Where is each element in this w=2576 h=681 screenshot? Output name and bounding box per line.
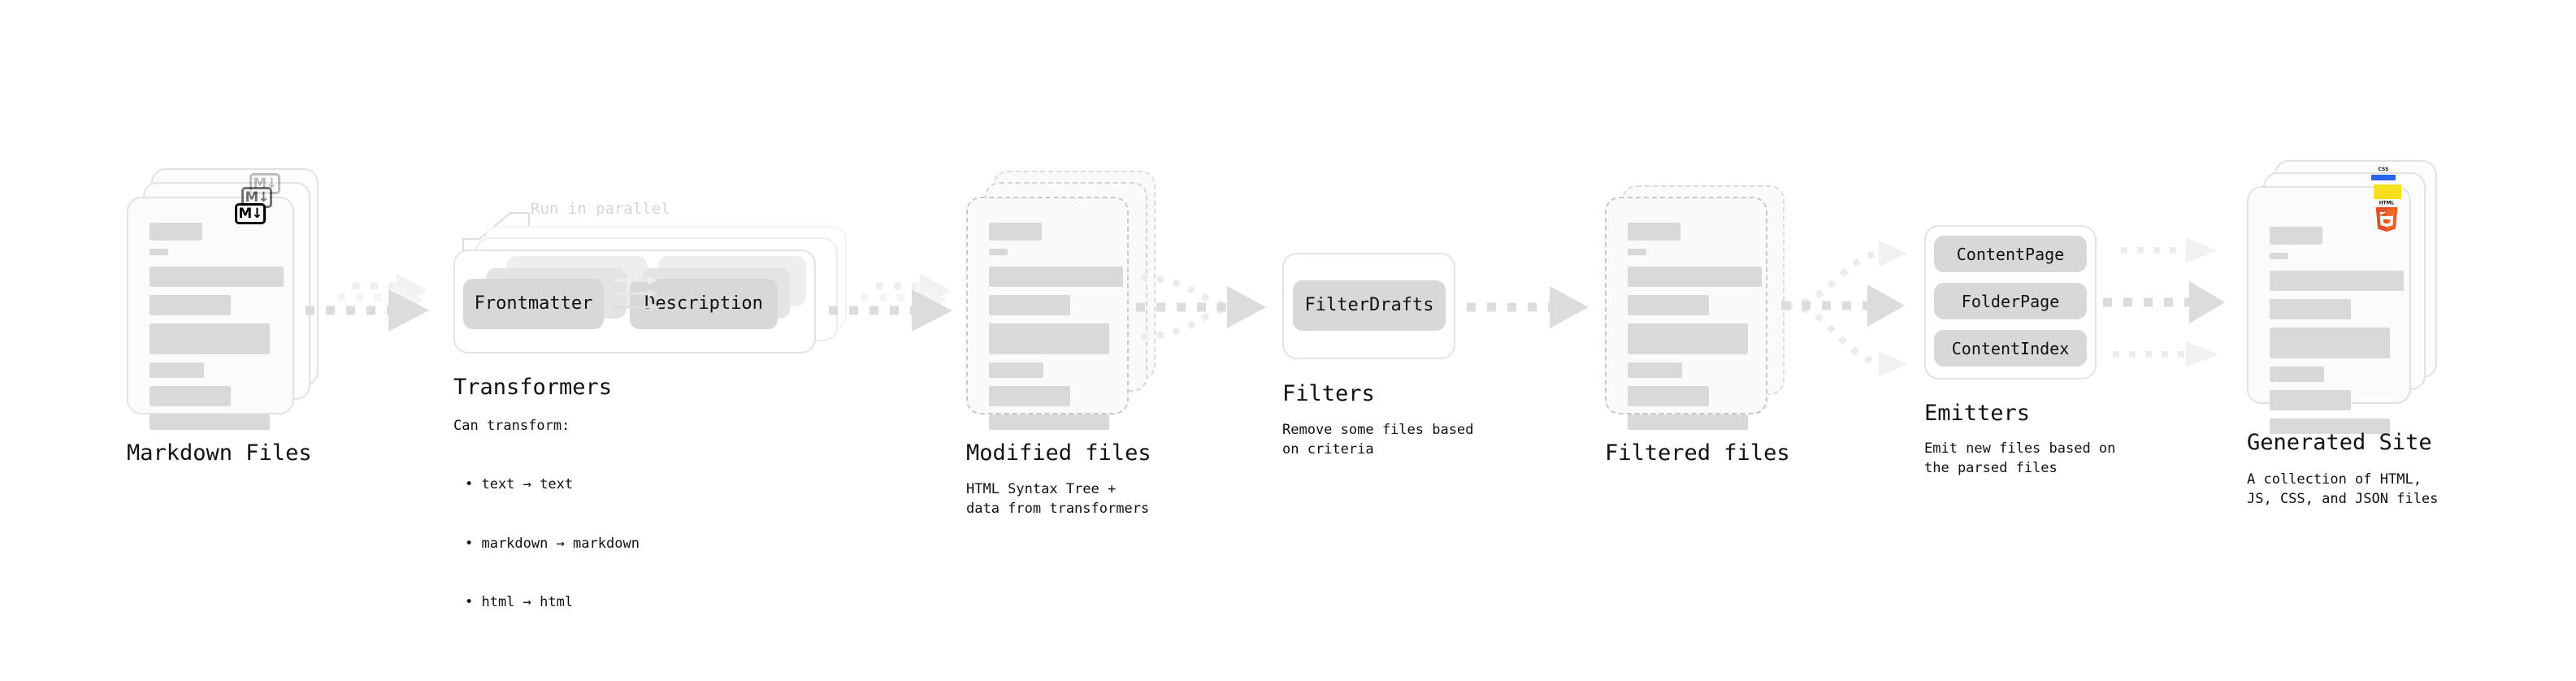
run-in-parallel-note: Run in parallel <box>531 200 670 218</box>
stage-desc-generated-site: A collection of HTML, JS, CSS, and JSON … <box>2247 471 2439 508</box>
js-badge <box>2374 184 2401 199</box>
connector-modified-to-filters <box>1136 275 1266 340</box>
transformers-capability-list: • text → text • markdown → markdown • ht… <box>465 436 640 651</box>
stage-title-filters: Filters <box>1282 381 1375 406</box>
transformers-capability-item: • html → html <box>465 594 574 610</box>
emitter-chip-contentpage[interactable]: ContentPage <box>1934 236 2087 272</box>
file-skeleton-lines <box>989 223 1123 438</box>
file-skeleton-lines <box>1628 223 1762 438</box>
stage-desc-transformers: Can transform: <box>453 418 570 434</box>
stage-title-filtered-files: Filtered files <box>1605 440 1790 466</box>
markdown-badge-label: M↓ <box>238 205 262 222</box>
emitter-chip-contentpage-label: ContentPage <box>1956 244 2065 264</box>
stage-title-generated-site: Generated Site <box>2247 430 2432 455</box>
stage-title-markdown-files: Markdown Files <box>127 440 312 466</box>
markdown-file-card-front <box>127 197 294 430</box>
transformers-capability-item: • markdown → markdown <box>465 535 640 552</box>
markdown-badge-label-mid: M↓ <box>245 189 269 206</box>
css-badge-label: CSS <box>2378 167 2389 172</box>
modified-file-card-front <box>966 197 1129 430</box>
stage-desc-emitters: Emit new files based on the parsed files <box>1924 440 2116 477</box>
css-badge: CSS <box>2371 167 2396 180</box>
transformer-chip-frontmatter-label: Frontmatter <box>474 293 593 314</box>
transformer-chip-description-label: Description <box>644 293 763 314</box>
transformer-inner-arrows <box>612 276 661 312</box>
connector-filtered-to-emitters <box>1781 241 1907 377</box>
stage-title-transformers: Transformers <box>453 375 613 400</box>
transformer-chip-description[interactable]: Description <box>630 279 778 329</box>
file-skeleton-lines <box>150 223 284 438</box>
emitter-chip-contentindex[interactable]: ContentIndex <box>1934 330 2087 367</box>
connector-filters-to-filtered <box>1467 286 1589 328</box>
emitter-chip-contentindex-label: ContentIndex <box>1951 338 2070 358</box>
stage-title-modified-files: Modified files <box>966 440 1151 466</box>
stage-title-emitters: Emitters <box>1924 401 2031 426</box>
connector-transformers-to-modified <box>829 273 952 332</box>
markdown-badge: M↓ <box>235 203 266 224</box>
file-skeleton-lines <box>2270 227 2404 442</box>
emitter-chip-folderpage[interactable]: FolderPage <box>1934 283 2087 319</box>
connector-markdown-to-transformers <box>306 273 429 332</box>
emitter-chip-folderpage-label: FolderPage <box>1961 291 2060 311</box>
svg-text:HTML: HTML <box>2379 202 2395 206</box>
transformer-chip-frontmatter[interactable]: Frontmatter <box>463 279 604 329</box>
markdown-badge-label-back: M↓ <box>253 175 277 192</box>
connector-emitters-to-site <box>2103 237 2225 367</box>
filter-chip-filterdrafts-label: FilterDrafts <box>1304 295 1434 315</box>
transformers-capability-item: • text → text <box>465 476 574 493</box>
stage-desc-filters: Remove some files based on criteria <box>1282 422 1474 458</box>
filter-chip-filterdrafts[interactable]: FilterDrafts <box>1293 280 1446 331</box>
html5-badge: HTML <box>2375 202 2398 232</box>
filtered-file-card-front <box>1605 197 1767 430</box>
stage-desc-modified-files: HTML Syntax Tree + data from transformer… <box>966 481 1150 518</box>
